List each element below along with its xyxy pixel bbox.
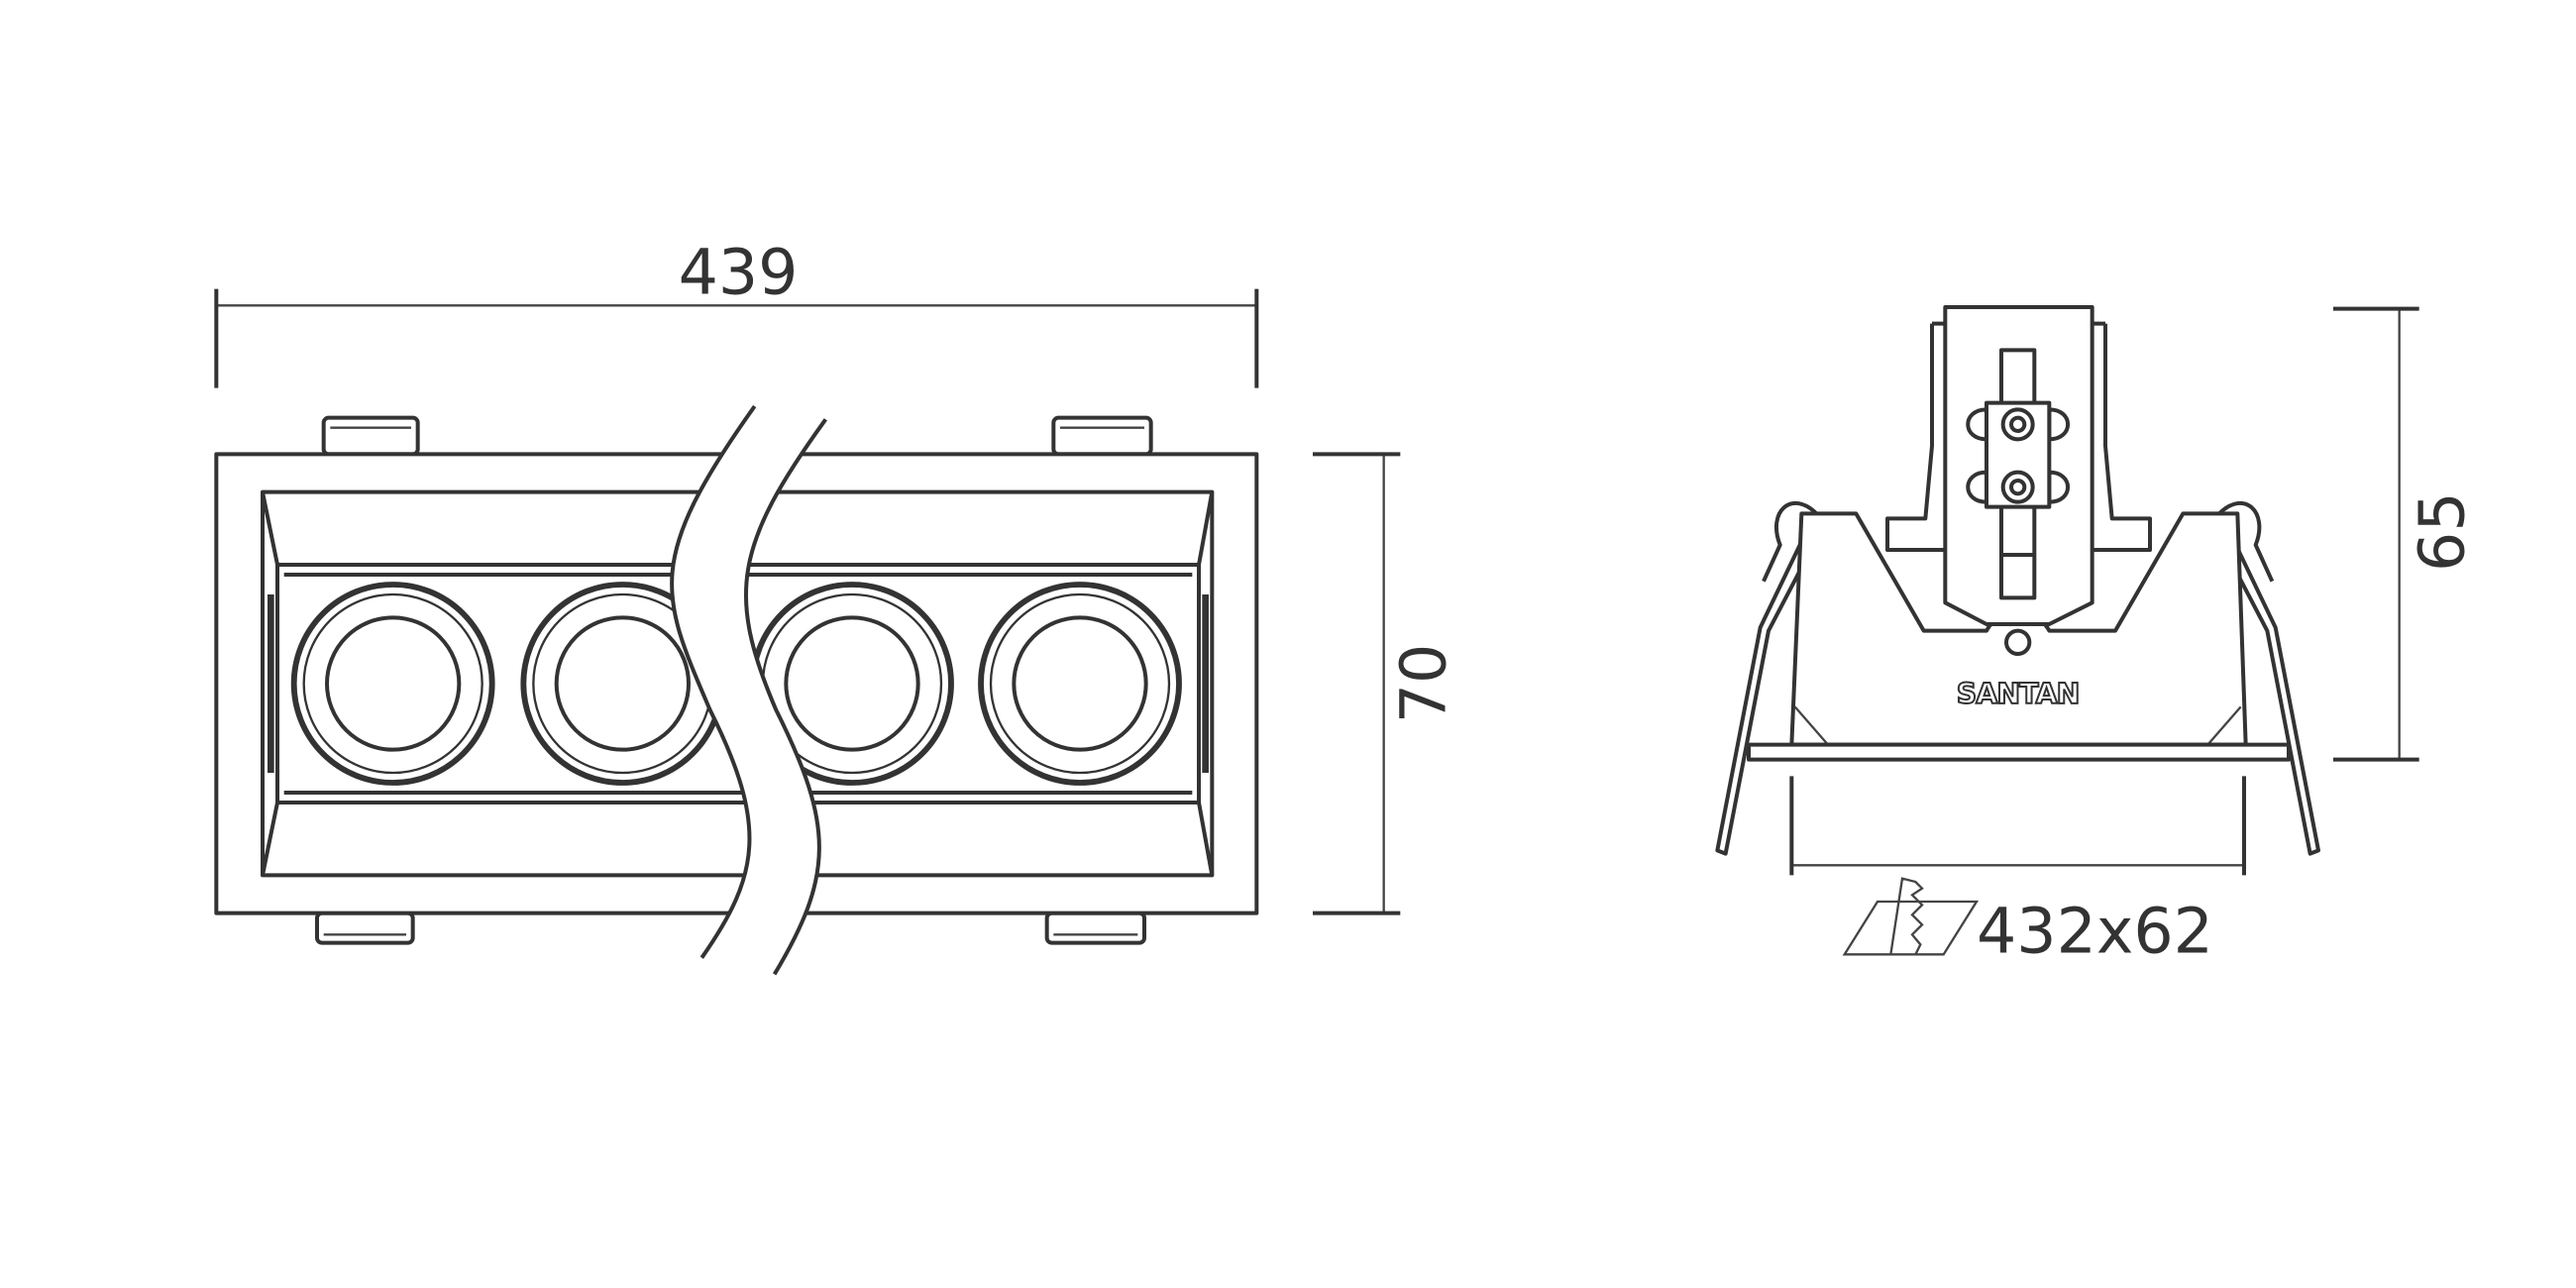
width-dimension: 439 [214,236,1259,388]
lens [978,582,1182,786]
brand-logo: SANTAN [1957,678,2080,710]
mounting-tab [321,415,420,457]
mounting-tab [315,911,415,945]
flange [1747,742,2291,762]
side-view: SANTAN 65 432x62 [1715,305,2479,968]
depth-dimension: 65 [2333,306,2479,762]
spring-clip-left [1715,500,1818,856]
height-label: 70 [1386,644,1459,724]
terminal-block [1966,400,2070,509]
cutout-dimension: 432x62 [1789,776,2246,968]
lens [290,582,495,786]
height-dimension: 70 [1313,452,1459,915]
mounting-tab [1051,415,1153,457]
break-line [670,404,757,959]
depth-label: 65 [2406,491,2479,572]
mounting-tab [1044,911,1147,945]
width-label: 439 [679,236,799,309]
front-view: 439 70 [214,236,1459,976]
break-line [744,418,827,976]
cutout-saw-icon [1842,877,1980,956]
pivot-hole [2004,628,2032,656]
cutout-label: 432x62 [1977,895,2213,968]
break-band [672,406,826,975]
spring-clip-right [2217,500,2320,856]
